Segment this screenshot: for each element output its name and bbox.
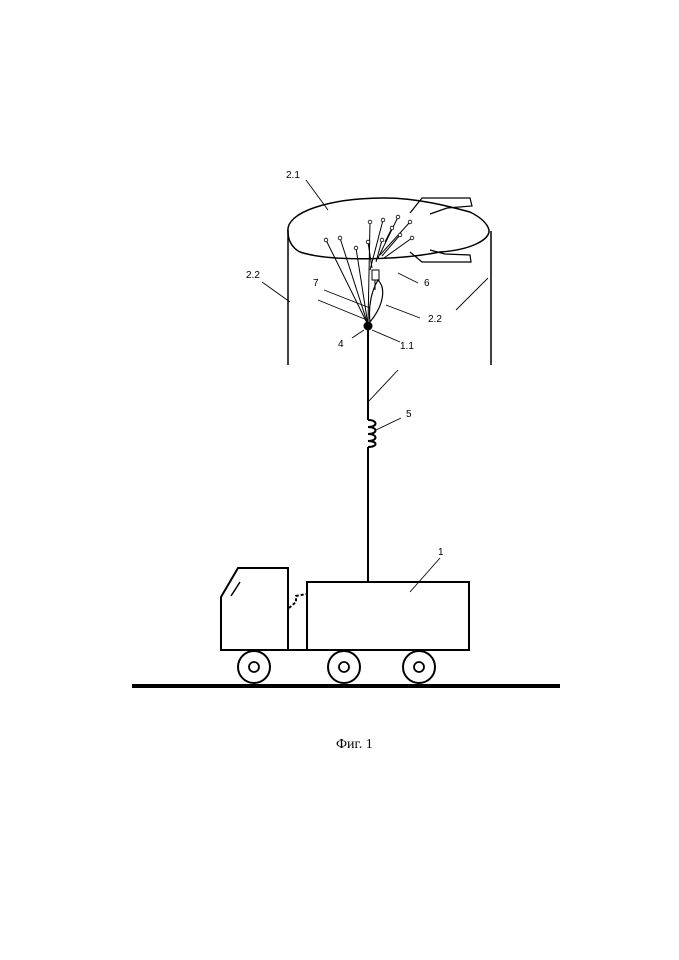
label-7: 7 <box>313 278 319 289</box>
balloon <box>287 197 490 263</box>
truck <box>220 567 470 651</box>
label-5: 5 <box>406 409 412 420</box>
truck-cab <box>220 567 289 651</box>
rigging-terminals <box>323 214 415 251</box>
figure-caption: Фиг. 1 <box>336 737 373 752</box>
loop-7 <box>368 279 384 323</box>
label-2-2-right: 2.2 <box>428 314 442 325</box>
cable <box>367 330 377 582</box>
label-1: 1 <box>438 547 444 558</box>
node-4 <box>363 321 373 331</box>
label-2-1: 2.1 <box>286 170 300 181</box>
leader-lines <box>261 179 489 593</box>
label-4: 4 <box>338 339 344 350</box>
truck-body <box>306 581 470 651</box>
wheels <box>237 650 436 684</box>
truck-connector <box>288 593 307 609</box>
rigging <box>325 216 413 326</box>
label-6: 6 <box>424 278 430 289</box>
label-1-1: 1.1 <box>400 341 414 352</box>
label-2-2-left: 2.2 <box>246 270 260 281</box>
